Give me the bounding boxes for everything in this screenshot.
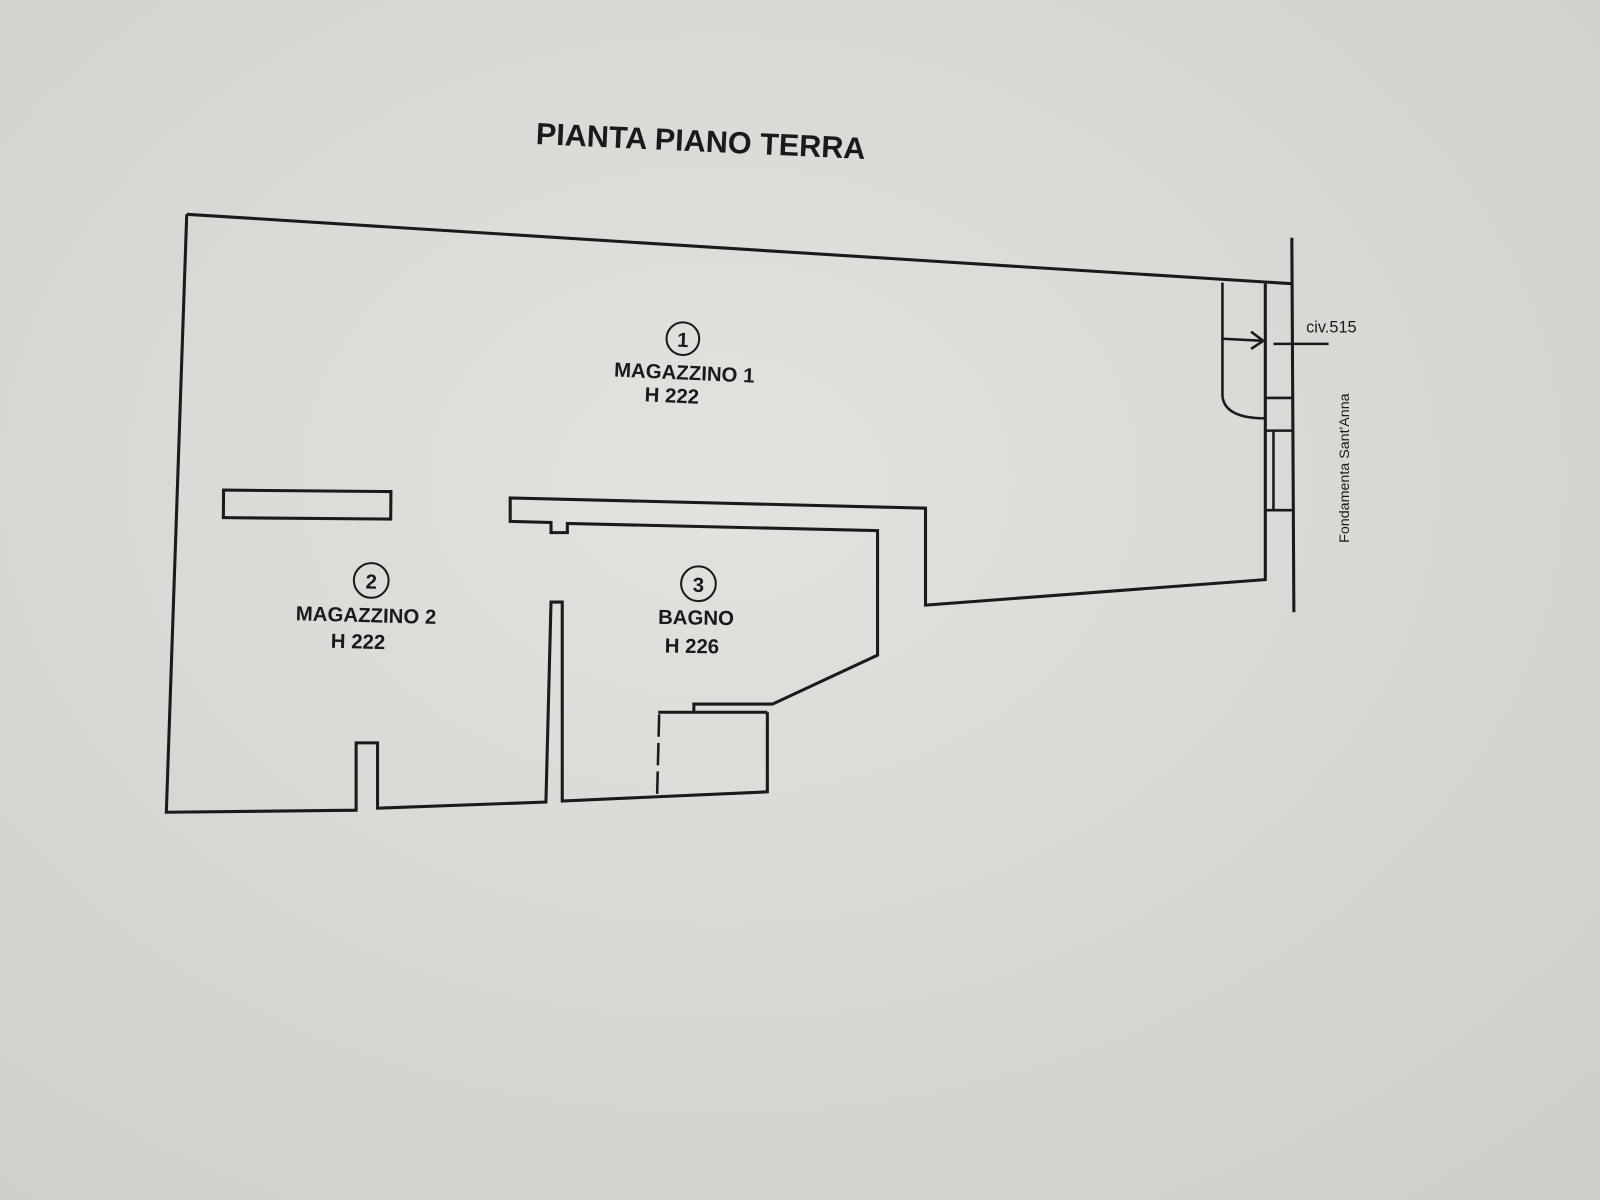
room-name: MAGAZZINO 2	[296, 603, 437, 629]
entrance-vestibule	[1221, 282, 1292, 512]
room-height: H 222	[331, 631, 386, 654]
room-3-label: 3 BAGNO H 226	[658, 565, 734, 659]
street-name: Fondamenta Sant'Anna	[1337, 393, 1353, 543]
room-height: H 222	[644, 384, 699, 408]
room-height: H 226	[665, 636, 720, 659]
room-name: BAGNO	[658, 607, 734, 630]
outer-wall	[164, 212, 1292, 814]
svg-text:3: 3	[693, 575, 705, 597]
room-number-circle	[680, 565, 717, 603]
room-number-circle	[665, 321, 701, 357]
entrance-arrow-icon	[1222, 330, 1266, 351]
room-1-label: 1 MAGAZZINO 1 H 222	[614, 321, 755, 409]
civic-number: civ.515	[1306, 319, 1356, 337]
room-number-circle	[352, 562, 390, 599]
room-2-label: 2 MAGAZZINO 2 H 222	[296, 562, 437, 654]
bathroom-door-dashed	[655, 714, 661, 794]
street-line	[1290, 237, 1296, 613]
svg-text:2: 2	[365, 571, 377, 593]
svg-text:1: 1	[677, 330, 689, 352]
partition-wall	[221, 488, 393, 521]
